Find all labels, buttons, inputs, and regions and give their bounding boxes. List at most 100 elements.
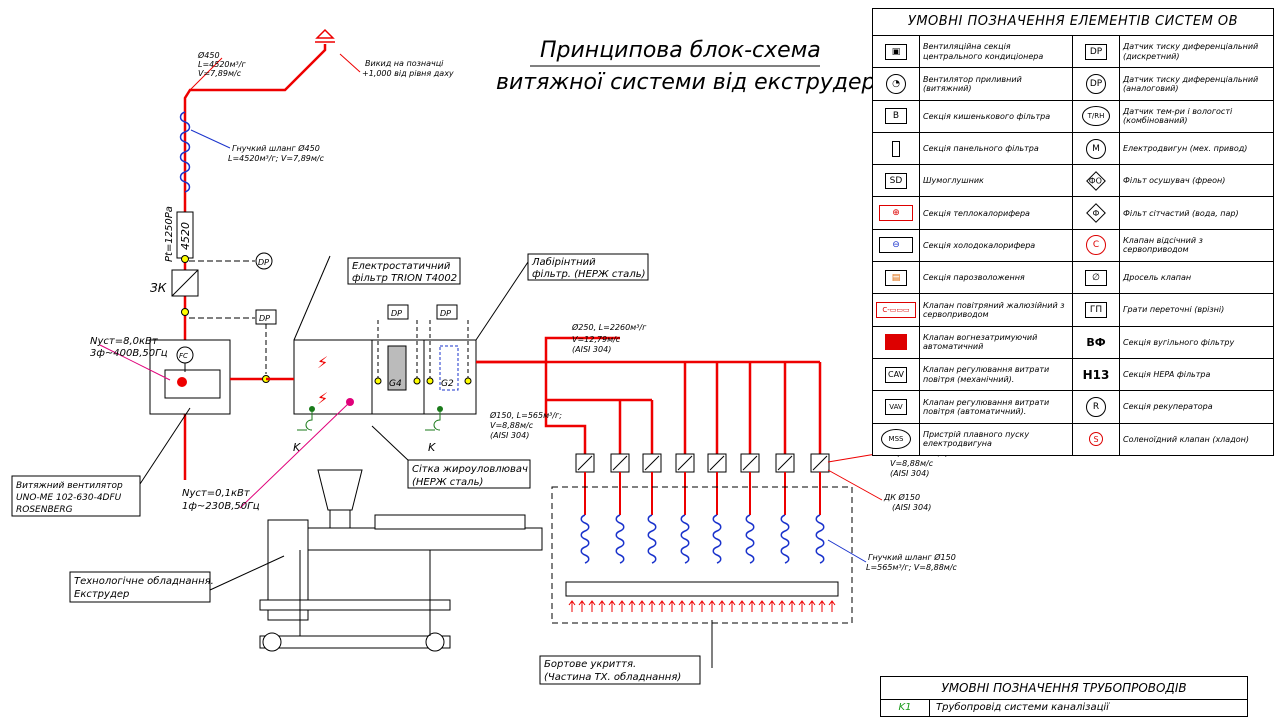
pipes-legend: УМОВНІ ПОЗНАЧЕННЯ ТРУБОПРОВОДІВ K1 Трубо… <box>880 676 1248 717</box>
svg-text:DP: DP <box>440 309 451 318</box>
legend-title: УМОВНІ ПОЗНАЧЕННЯ ЕЛЕМЕНТІВ СИСТЕМ ОВ <box>873 9 1273 36</box>
ahu-section-icon: ▣ <box>885 43 907 60</box>
svg-text:G4: G4 <box>389 379 402 389</box>
zk-label: ЗК <box>150 281 167 295</box>
dp-box-icon <box>436 304 458 320</box>
hood-label-2: (Частина ТХ. обладнання) <box>544 671 681 683</box>
heater-icon: ⊕ <box>879 205 913 222</box>
branch-d: Ø150, L=565м³/г; <box>489 410 562 420</box>
duct-top-v: V=7,89м/с <box>198 69 242 78</box>
exhaust-note-2: +1,000 від рівня даху <box>362 69 454 78</box>
svg-text:DP: DP <box>258 258 269 267</box>
diagram-title-line2: витяжної системи від екструдера <box>496 70 890 95</box>
grease-label-1: Сітка жироуловлювач <box>412 463 528 475</box>
grease-label-2: (НЕРЖ сталь) <box>412 477 483 488</box>
airflow-box-value: 4520 <box>179 222 192 250</box>
extruder-label-2: Екструдер <box>74 589 129 600</box>
svg-text:DP: DP <box>391 309 402 318</box>
right-duct-m: (AISI 304) <box>890 469 929 478</box>
panel-filter-icon <box>892 140 900 157</box>
exhaust-cap-icon <box>315 28 335 39</box>
dk-label-1: ДК Ø150 <box>883 492 920 502</box>
title-underline <box>530 65 820 67</box>
main-duct-v: V=12,79м/с <box>572 335 621 344</box>
hood-plate <box>565 581 839 597</box>
hood-area <box>551 486 853 624</box>
pipe-code: K1 <box>881 700 930 716</box>
hood-label-1: Бортове укриття. <box>544 659 636 670</box>
pocket-filter-icon: B <box>885 108 907 125</box>
exhaust-note-1: Викид на позначці <box>365 59 444 68</box>
fan-power-2: 3ф~400В,50Гц <box>90 348 168 359</box>
hose-150-label-1: Гнучкий шланг Ø150 <box>868 552 956 562</box>
branch-drops <box>584 472 821 515</box>
dk-label-2: (AISI 304) <box>892 503 931 512</box>
right-duct-v: V=8,88м/с <box>890 459 934 468</box>
damper-row <box>575 453 830 473</box>
duct-top-l: L=4520м³/г <box>198 60 246 69</box>
esp-label-1: Електростатичний <box>352 261 451 272</box>
humidifier-icon: ▤ <box>885 269 907 286</box>
flex-hoses-150-icon <box>580 514 825 564</box>
svg-text:⚡: ⚡ <box>317 353 328 372</box>
callout-lines <box>139 255 713 668</box>
throttle-valve-icon: ∅ <box>1085 269 1107 286</box>
dp-box-icon <box>387 304 409 320</box>
legend-row: ▤Секція парозволоження∅Дросель клапан <box>873 262 1273 295</box>
fire-damper-icon <box>885 334 907 351</box>
fan-power-1: Nуст=8,0кВт <box>90 336 159 347</box>
extruder-label-1: Технологічне обладнання. <box>74 575 214 587</box>
fan-name-1: Витяжний вентилятор <box>16 481 123 491</box>
shutoff-valve-icon: C <box>1086 235 1106 256</box>
pipes-legend-row: K1 Трубопровід системи каналізації <box>881 700 1247 716</box>
cooler-icon: ⊖ <box>879 237 913 254</box>
svg-text:DP: DP <box>259 314 270 323</box>
pipes-legend-title: УМОВНІ ПОЗНАЧЕННЯ ТРУБОПРОВОДІВ <box>881 677 1247 700</box>
diagram-title-line1: Принципова блок-схема <box>540 38 821 63</box>
hose-150-label-2: L=565м³/г; V=8,88м/с <box>866 563 958 572</box>
suction-arrows <box>568 600 836 612</box>
fan-name-3: ROSENBERG <box>16 505 73 515</box>
labyrinth-label-1: Лабірінтний <box>531 256 596 268</box>
electrostatic-filter <box>293 339 373 415</box>
dp-sensor-icon <box>255 252 273 270</box>
hose-450-label-1: Гнучкий шланг Ø450 <box>232 143 320 153</box>
esp-power-1: Nуст=0,1кВт <box>182 488 251 499</box>
main-duct-m: (AISI 304) <box>572 345 611 354</box>
exhaust-duct <box>183 44 327 480</box>
duct-top-d: Ø450 <box>197 50 220 60</box>
labyrinth-label-2: фільтр. (НЕРЖ сталь) <box>532 268 646 280</box>
louver-damper-icon: C-▭▭▭ <box>876 302 916 319</box>
main-duct-d: Ø250, L=2260м³/г <box>571 322 647 332</box>
pressure-label: Pt=1250Pa <box>164 206 175 262</box>
flex-hose-450-icon <box>179 111 191 193</box>
svg-text:⚡: ⚡ <box>317 389 328 408</box>
branch-m: (AISI 304) <box>490 431 529 440</box>
esp-label-2: фільтр TRION T4002 <box>352 272 457 284</box>
svg-text:K: K <box>428 441 436 454</box>
branch-v: V=8,88м/с <box>490 421 534 430</box>
svg-text:FC: FC <box>179 352 188 360</box>
pipe-description: Трубопровід системи каналізації <box>936 702 1109 713</box>
extruder-machine <box>259 469 543 652</box>
esp-power-2: 1ф~230В,50Гц <box>182 501 260 512</box>
element-legend: УМОВНІ ПОЗНАЧЕННЯ ЕЛЕМЕНТІВ СИСТЕМ ОВ ▣В… <box>872 8 1274 456</box>
main-duct <box>476 336 822 455</box>
svg-text:K: K <box>293 441 301 454</box>
legend-row: ▣Вентиляційна секція центрального кондиц… <box>873 36 1273 69</box>
legend-row: C-▭▭▭Клапан повітряний жалюзійний з серв… <box>873 294 1273 327</box>
fan-icon: ◔ <box>886 73 906 94</box>
fan-name-2: UNO-ME 102-630-4DFU <box>16 493 122 503</box>
svg-text:G2: G2 <box>441 379 454 389</box>
